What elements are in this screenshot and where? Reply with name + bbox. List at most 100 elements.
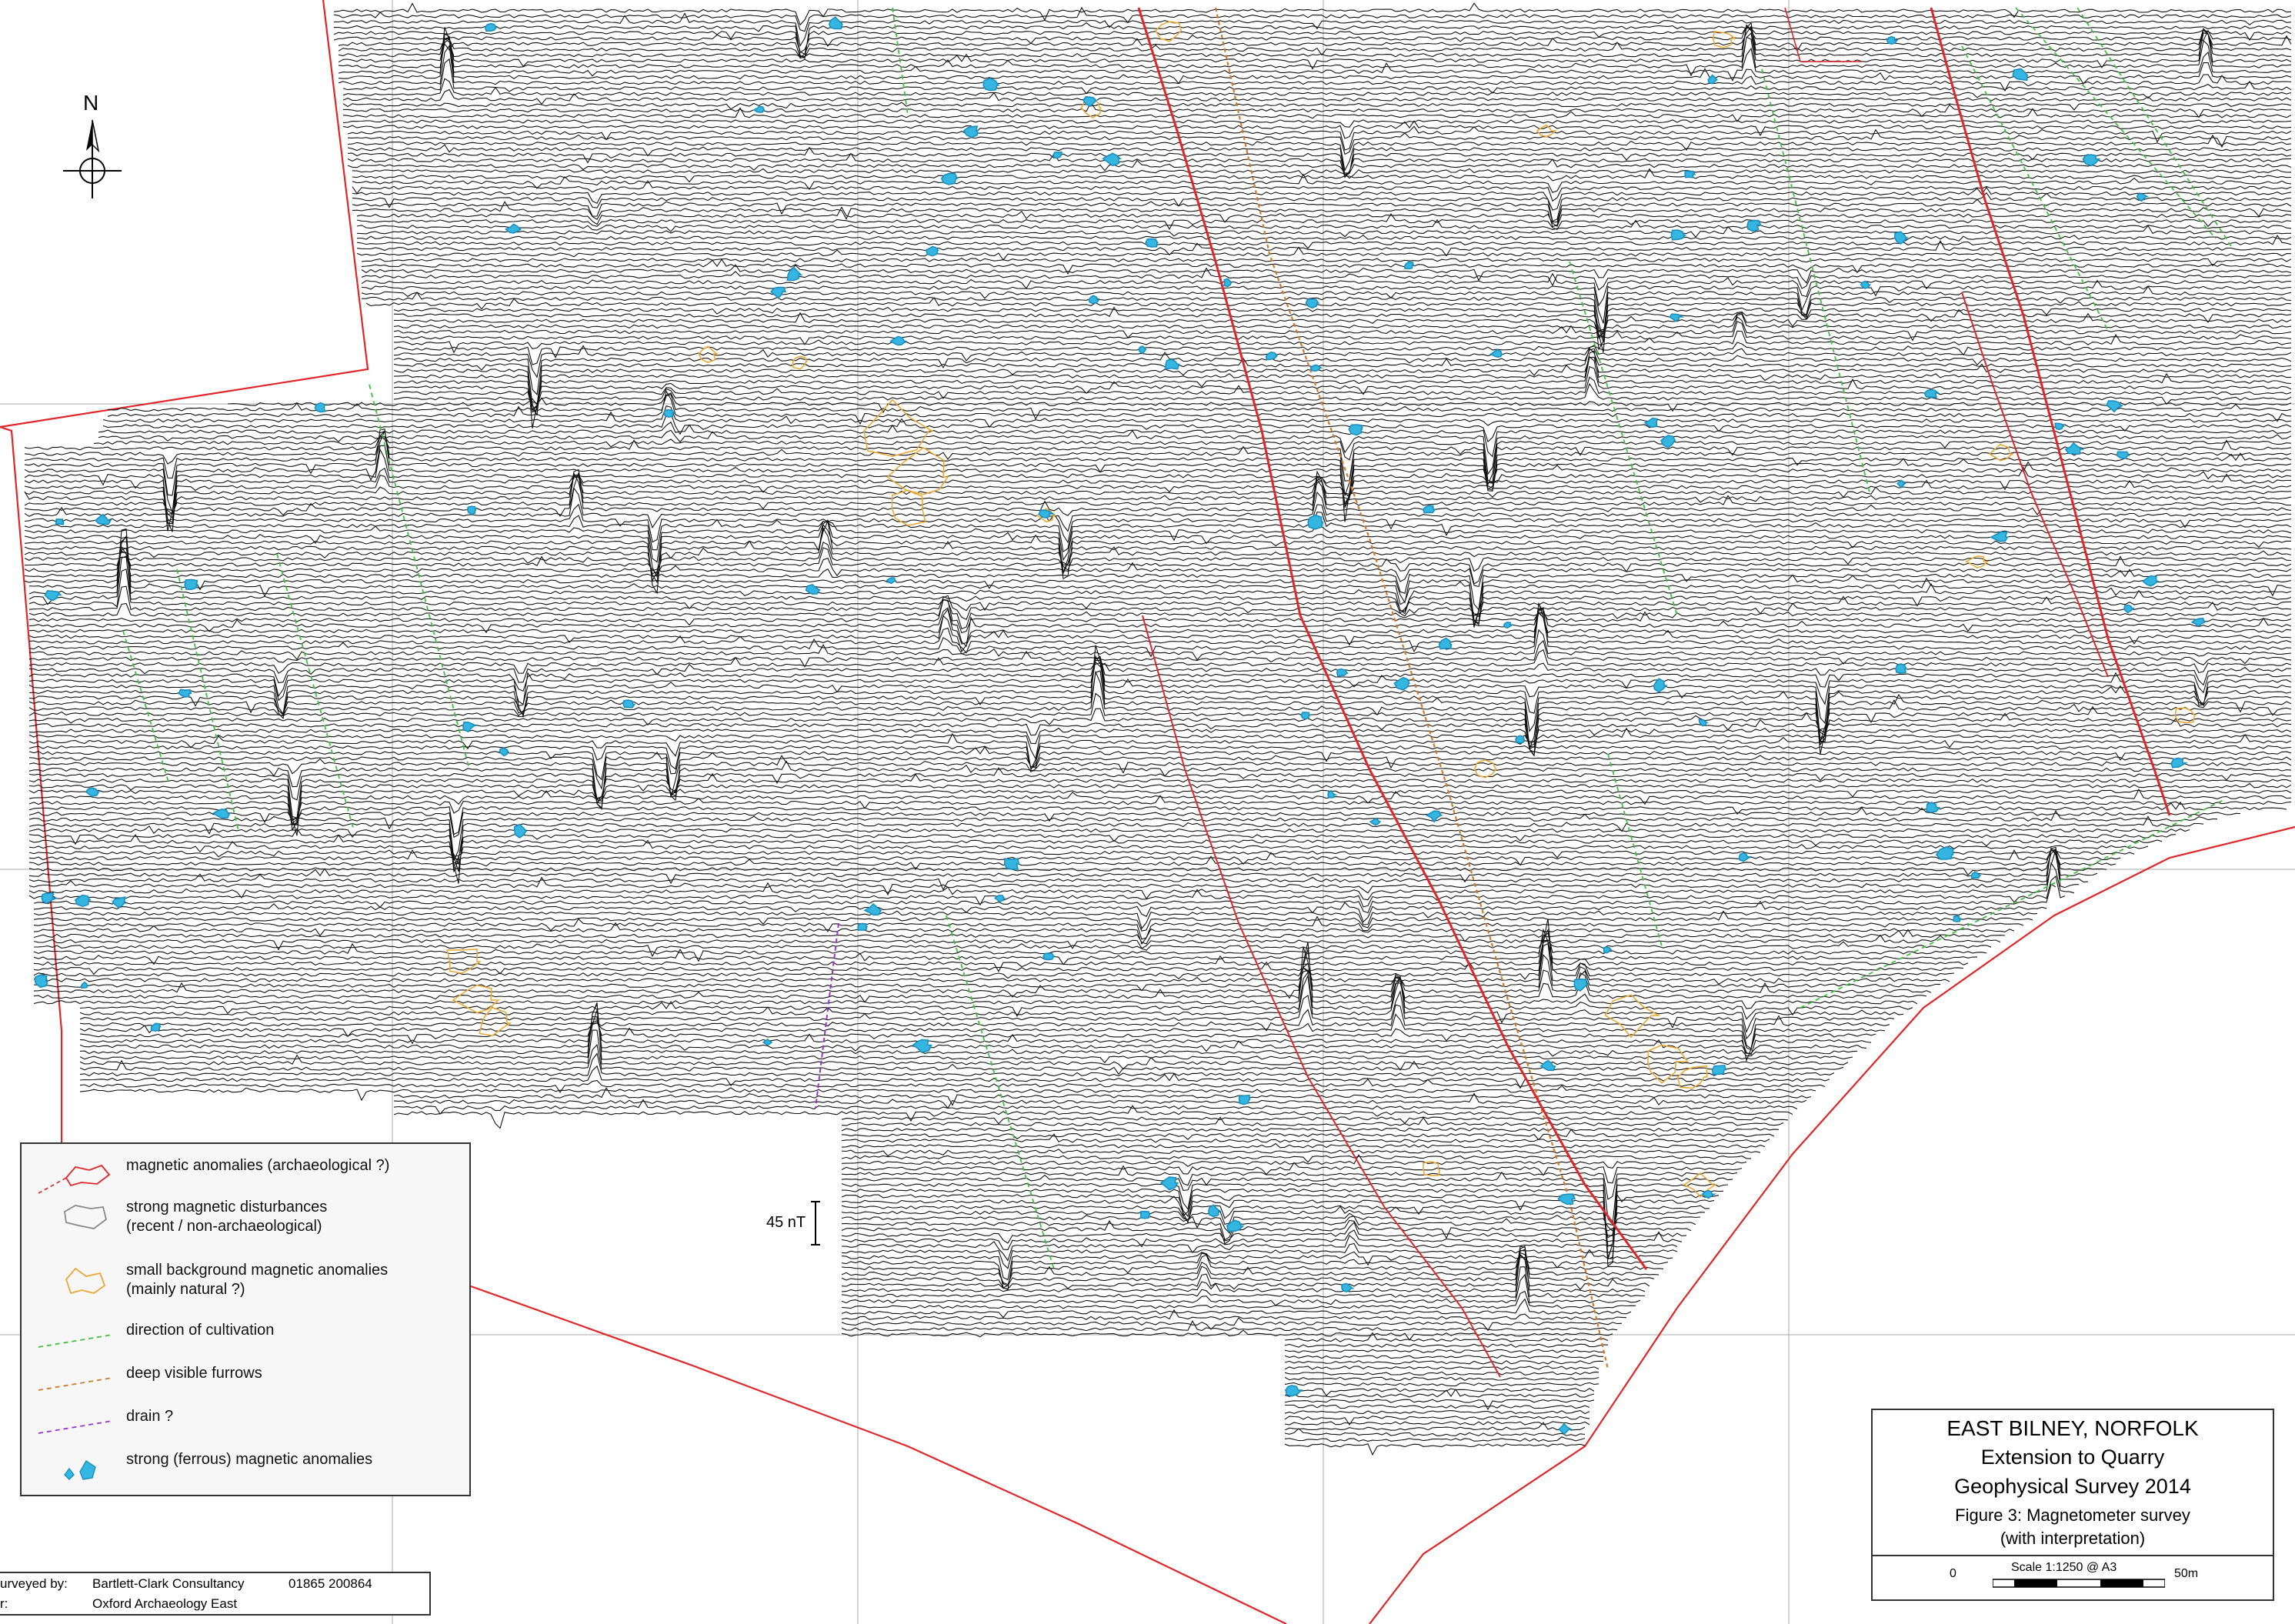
legend: magnetic anomalies (archaeological ?) str… (20, 1142, 471, 1496)
ferrous-anomaly (1653, 678, 1668, 693)
ferrous-anomaly (1990, 531, 2009, 542)
ferrous-anomaly (44, 589, 63, 602)
drain-line (815, 922, 839, 1109)
magnetometer-traces (24, 2, 2292, 1456)
ferrous-anomaly (1746, 219, 1762, 232)
ferrous-anomaly (1860, 280, 1872, 289)
ferrous-anomaly (1238, 1094, 1250, 1105)
boundary-line-west (0, 425, 63, 1154)
natural-anomaly (792, 355, 808, 370)
ferrous-anomaly (1603, 946, 1613, 954)
ferrous-anomaly (1138, 345, 1147, 355)
cultivation-line (369, 384, 470, 770)
ferrous-anomaly (805, 584, 821, 595)
survey-name: Geophysical Survey 2014 (1954, 1475, 2191, 1498)
cultivation-line (1800, 799, 2224, 1009)
legend-label-archaeological: magnetic anomalies (archaeological ?) (126, 1157, 390, 1174)
map-title: EAST BILNEY, NORFOLK (1946, 1416, 2199, 1440)
survey-info-box: urveyed by: Bartlett-Clark Consultancy 0… (0, 1572, 431, 1616)
ferrous-anomaly (2064, 442, 2085, 455)
ferrous-anomaly (178, 689, 192, 698)
ferrous-anomaly (1573, 978, 1589, 992)
ferrous-anomaly (1139, 1210, 1151, 1219)
ferrous-anomaly (212, 808, 231, 819)
ferrous-anomaly (151, 1022, 162, 1032)
natural-anomaly (1155, 21, 1183, 42)
ferrous-anomaly (1307, 514, 1323, 530)
ferrous-anomaly (1088, 295, 1100, 305)
ferrous-anomaly (1226, 1219, 1245, 1232)
drain-line (815, 922, 839, 1109)
for-value: Oxford Archaeology East (92, 1596, 238, 1611)
ferrous-anomaly (1038, 509, 1056, 519)
natural-anomaly (1988, 443, 2014, 462)
ferrous-anomaly (1422, 505, 1436, 514)
surveyed-by-value: Bartlett-Clark Consultancy (92, 1576, 245, 1591)
ferrous-anomaly (1684, 170, 1696, 178)
north-arrow-icon (63, 119, 122, 198)
ferrous-anomaly (1102, 152, 1122, 167)
ferrous-anomaly (2082, 154, 2101, 167)
ferrous-anomaly (1558, 1422, 1574, 1436)
ferrous-anomaly (1052, 151, 1062, 159)
ferrous-anomaly (2141, 575, 2160, 587)
ferrous-anomaly (1082, 95, 1098, 108)
legend-item-drain: drain ? (22, 1406, 469, 1452)
scale-label: Scale 1:1250 @ A3 (2011, 1561, 2117, 1574)
natural-anomaly (886, 447, 949, 495)
ferrous-anomaly (786, 266, 803, 282)
title-block: EAST BILNEY, NORFOLK Extension to Quarry… (1871, 1409, 2274, 1601)
legend-item-recent: strong magnetic disturbances (recent / n… (22, 1196, 469, 1242)
ferrous-anomaly (1425, 810, 1443, 823)
ferrous-anomaly (1404, 261, 1415, 270)
ferrous-anomaly (1438, 637, 1453, 650)
natural-anomaly (1473, 759, 1498, 779)
ferrous-anomaly (828, 16, 843, 30)
ferrous-anomaly (1515, 735, 1526, 744)
ferrous-anomaly (857, 922, 868, 931)
figure-caption: Figure 3: Magnetometer survey (1955, 1506, 2190, 1525)
ferrous-anomaly (1145, 238, 1159, 248)
ferrous-anomaly (1369, 817, 1382, 826)
ferrous-anomaly (1299, 712, 1311, 720)
natural-anomaly (863, 398, 934, 457)
natural-anomaly (479, 1006, 512, 1037)
ferrous-anomaly (1698, 719, 1710, 727)
ferrous-anomaly (484, 22, 498, 32)
ferrous-anomaly (1701, 1189, 1717, 1199)
cultivation-line (122, 630, 170, 785)
ferrous-anomaly (34, 974, 48, 989)
cultivation-line (946, 915, 1055, 1270)
ferrous-anomaly (982, 77, 1000, 92)
ferrous-anomaly (940, 172, 959, 185)
cultivation-lines (122, 7, 2232, 1270)
nt-scale-label: 45 nT (766, 1214, 806, 1231)
natural-anomaly (1423, 1161, 1441, 1176)
ferrous-anomaly (85, 787, 100, 798)
ferrous-anomaly (1953, 915, 1962, 922)
ferrous-anomaly (1670, 229, 1687, 241)
natural-anomaly (1964, 555, 1990, 569)
archaeological-linear (1784, 7, 1862, 62)
ferrous-anomaly (314, 402, 326, 413)
archaeological-linear (1137, 7, 1648, 1270)
archaeological-linear (1142, 615, 1501, 1378)
for-label: r: (0, 1596, 8, 1611)
archaeological-linear (1961, 292, 2109, 678)
legend-label-ferrous: strong (ferrous) magnetic anomalies (126, 1451, 373, 1468)
ferrous-anomaly (1348, 424, 1363, 436)
ferrous-anomaly (1707, 74, 1719, 85)
ferrous-anomaly (925, 245, 939, 257)
ferrous-anomaly (1668, 313, 1685, 322)
ferrous-anomaly (41, 892, 58, 905)
ferrous-anomaly (513, 823, 528, 839)
map-subtitle: Extension to Quarry (1980, 1446, 2165, 1469)
ferrous-anomaly (74, 894, 92, 908)
ferrous-anomaly (1159, 1176, 1179, 1191)
ferrous-anomaly (1489, 348, 1504, 358)
ferrous-anomaly (1896, 479, 1906, 489)
cultivation-line (1569, 261, 1678, 616)
ferrous-anomaly (2170, 757, 2188, 769)
ferrous-anomaly (770, 286, 787, 299)
